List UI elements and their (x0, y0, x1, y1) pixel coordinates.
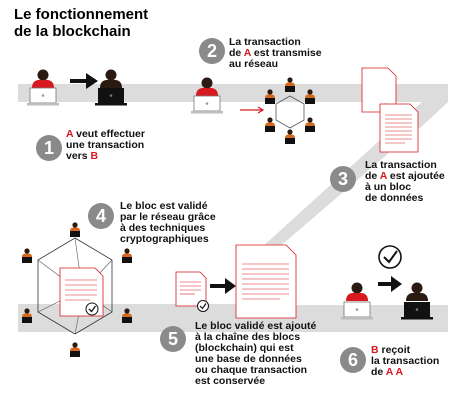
caption-line: une transaction (66, 140, 145, 151)
caption-text: cryptographiques (120, 233, 209, 245)
caption-line: la transaction (371, 356, 439, 367)
caption-line: de données (365, 193, 445, 204)
caption-text: Le bloc est validé (120, 200, 208, 212)
step-2-badge: 2 (199, 38, 225, 64)
title-line-1: Le fonctionnement (14, 6, 149, 23)
check-icon (378, 245, 402, 269)
caption-line: Le bloc est validé (120, 201, 216, 212)
caption-line: de A est transmise (229, 48, 322, 59)
caption-text: reçoit (378, 344, 411, 356)
person-a-icon (340, 282, 374, 320)
caption-line: de A A (371, 367, 439, 378)
caption-line: A veut effectuer (66, 129, 145, 140)
step-1-badge: 1 (36, 135, 62, 161)
caption-text: à un bloc (365, 181, 412, 193)
caption-line: La transaction (365, 160, 445, 171)
highlight-text: A (385, 366, 393, 378)
step-4-badge: 4 (88, 203, 114, 229)
caption-text: Le bloc validé est ajouté (195, 320, 317, 332)
caption-text: est transmise (250, 47, 322, 59)
caption-text: ou chaque transaction (195, 364, 308, 376)
caption-text: de données (365, 192, 424, 204)
caption-line: au réseau (229, 59, 322, 70)
caption-text: de (365, 170, 380, 182)
caption-line: une base de données (195, 354, 316, 365)
highlight-text: A (243, 47, 251, 59)
arrow-icon (378, 276, 402, 292)
highlight-text: A (66, 128, 74, 140)
caption-text: à la chaîne des blocs (195, 331, 301, 343)
highlight-text: B (371, 344, 379, 356)
caption-text: au réseau (229, 58, 279, 70)
caption-text: la transaction (371, 355, 440, 367)
arrow-icon (210, 278, 236, 294)
caption-text: est conservée (195, 375, 266, 387)
caption-line: est conservée (195, 376, 316, 387)
caption-line: de A est ajoutée (365, 171, 445, 182)
highlight-text: A (379, 170, 387, 182)
caption-line: à la chaîne des blocs (195, 332, 316, 343)
caption-text: une transaction (66, 139, 145, 151)
caption-line: à un bloc (365, 182, 445, 193)
caption-line: B reçoit (371, 345, 439, 356)
highlight-text: A (395, 366, 404, 378)
caption-text: veut effectuer (73, 128, 145, 140)
caption-text: est ajoutée (386, 170, 445, 182)
title-line-2: de la blockchain (14, 23, 131, 40)
caption-text: par le réseau grâce (120, 211, 216, 223)
network-icon (265, 77, 315, 144)
document-icon (361, 67, 419, 153)
caption-text: à des techniques (120, 222, 206, 234)
arrow-icon (240, 106, 265, 114)
caption-line: La transaction (229, 37, 322, 48)
caption-text: de (371, 366, 386, 378)
caption-line: vers B (66, 151, 145, 162)
step-3-badge: 3 (330, 166, 356, 192)
validated-block-icon (175, 271, 209, 312)
blockchain-document-icon (235, 244, 297, 319)
caption-line: (blockchain) qui est (195, 343, 316, 354)
page-title: Le fonctionnement de la blockchain (14, 6, 148, 40)
step-5-badge: 5 (160, 326, 186, 352)
arrow-icon (70, 73, 98, 89)
check-icon (85, 302, 99, 316)
caption-text: une base de données (195, 353, 302, 365)
caption-line: ou chaque transaction (195, 365, 316, 376)
caption-line: Le bloc validé est ajouté (195, 321, 316, 332)
caption-text: La transaction (365, 159, 437, 171)
caption-text: La transaction (229, 36, 301, 48)
caption-line: cryptographiques (120, 234, 216, 245)
caption-text: de (229, 47, 244, 59)
caption-text: (blockchain) qui est (195, 342, 294, 354)
highlight-text: B (90, 150, 99, 162)
validation-network (22, 222, 132, 357)
step-6-badge: 6 (340, 347, 366, 373)
caption-line: à des techniques (120, 223, 216, 234)
caption-line: par le réseau grâce (120, 212, 216, 223)
caption-text: vers (66, 150, 91, 162)
person-b-icon (401, 282, 433, 320)
